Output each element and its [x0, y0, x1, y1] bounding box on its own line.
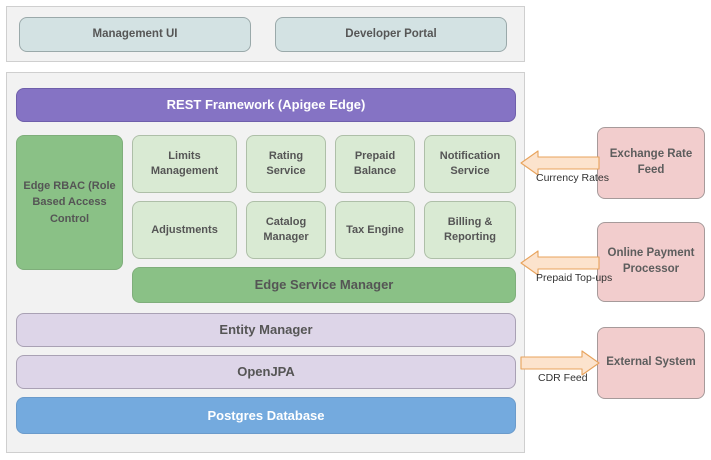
node-management-ui-label: Management UI — [92, 27, 178, 40]
node-developer-portal[interactable]: Developer Portal — [275, 17, 507, 52]
node-edge-service-manager-label: Edge Service Manager — [254, 277, 394, 293]
node-tax-engine-label: Tax Engine — [346, 223, 404, 236]
node-postgres-database[interactable]: Postgres Database — [16, 397, 516, 434]
arrow-label-currency-rates: Currency Rates — [536, 172, 609, 184]
node-tax-engine[interactable]: Tax Engine — [335, 201, 415, 259]
node-developer-portal-label: Developer Portal — [345, 27, 437, 40]
node-exchange-rate-feed-label: Exchange Rate Feed — [609, 148, 693, 176]
node-edge-service-manager[interactable]: Edge Service Manager — [132, 267, 516, 303]
arrow-currency-rates — [520, 150, 600, 176]
node-adjustments-label: Adjustments — [151, 223, 218, 236]
node-prepaid-balance[interactable]: Prepaid Balance — [335, 135, 415, 193]
node-online-payment-processor-label: Online Payment Processor — [607, 247, 695, 275]
node-exchange-rate-feed[interactable]: Exchange Rate Feed — [597, 127, 705, 199]
node-limits-management[interactable]: Limits Management — [132, 135, 237, 193]
node-edge-rbac[interactable]: Edge RBAC (Role Based Access Control — [16, 135, 123, 270]
node-entity-manager[interactable]: Entity Manager — [16, 313, 516, 347]
arrow-prepaid-topups — [520, 250, 600, 276]
node-edge-rbac-label: Edge RBAC (Role Based Access Control — [23, 179, 116, 225]
node-rating-service[interactable]: Rating Service — [246, 135, 326, 193]
node-postgres-database-label: Postgres Database — [207, 407, 325, 423]
node-catalog-manager[interactable]: Catalog Manager — [246, 201, 326, 259]
arrow-label-prepaid-topups: Prepaid Top-ups — [536, 272, 613, 284]
node-billing-reporting-label: Billing & Reporting — [444, 216, 496, 243]
node-openjpa[interactable]: OpenJPA — [16, 355, 516, 389]
node-rest-framework-label: REST Framework (Apigee Edge) — [166, 97, 366, 113]
node-billing-reporting[interactable]: Billing & Reporting — [424, 201, 516, 259]
node-notification-service[interactable]: Notification Service — [424, 135, 516, 193]
node-openjpa-label: OpenJPA — [237, 364, 295, 380]
node-management-ui[interactable]: Management UI — [19, 17, 251, 52]
node-catalog-manager-label: Catalog Manager — [263, 216, 309, 243]
node-adjustments[interactable]: Adjustments — [132, 201, 237, 259]
node-rest-framework[interactable]: REST Framework (Apigee Edge) — [16, 88, 516, 122]
node-entity-manager-label: Entity Manager — [219, 322, 313, 338]
client-layer-panel: Management UI Developer Portal — [6, 6, 525, 62]
node-external-system-label: External System — [606, 356, 696, 369]
node-notification-service-label: Notification Service — [439, 150, 501, 177]
platform-layer-panel: REST Framework (Apigee Edge) Edge RBAC (… — [6, 72, 525, 453]
arrow-cdr-feed — [520, 350, 600, 376]
node-limits-management-label: Limits Management — [150, 150, 219, 177]
node-prepaid-balance-label: Prepaid Balance — [353, 150, 397, 177]
node-external-system[interactable]: External System — [597, 327, 705, 399]
arrow-label-cdr-feed: CDR Feed — [538, 372, 588, 384]
node-online-payment-processor[interactable]: Online Payment Processor — [597, 222, 705, 302]
node-rating-service-label: Rating Service — [266, 150, 306, 177]
